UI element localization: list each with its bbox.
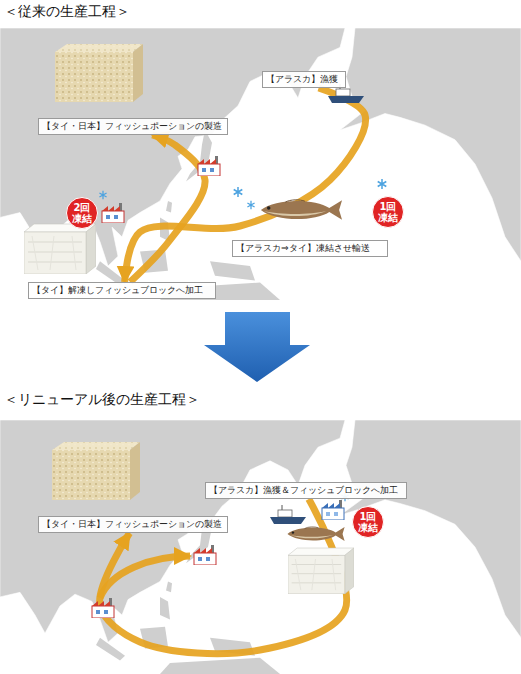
badge-circle xyxy=(67,198,98,229)
snowflake xyxy=(99,191,106,199)
node-text: 【アラスカ】漁獲＆フィッシュブロックへ加工 xyxy=(209,485,403,496)
japan-factory xyxy=(198,156,220,176)
pollock-fish xyxy=(261,200,342,220)
fish-portion-photo xyxy=(55,44,143,102)
fish-portion-photo xyxy=(52,442,140,500)
transition-arrow xyxy=(204,312,310,382)
map-top xyxy=(0,28,521,300)
node-text: 【タイ・日本】フィッシュポーションの製造 xyxy=(42,519,224,530)
freeze-badge: 1回凍結 xyxy=(372,196,404,228)
snowflake xyxy=(234,187,243,197)
freeze-badge: 2回凍結 xyxy=(66,197,98,229)
node-text: 1回凍結 xyxy=(356,511,380,533)
node-text: 2回凍結 xyxy=(70,202,94,224)
edge-label: 【アラスカ⇒タイ】凍結させ輸送 xyxy=(232,240,388,257)
fish-block-photo xyxy=(24,224,96,274)
section-heading: ＜リニューアル後の生産工程＞ xyxy=(4,390,324,408)
node-text: 【アラスカ】漁獲 xyxy=(266,74,342,85)
snowflake xyxy=(378,179,387,189)
snowflake xyxy=(247,201,254,209)
transport-arrow xyxy=(130,135,205,282)
thai-factory xyxy=(92,598,114,618)
thai-factory xyxy=(102,203,124,223)
node-text: 1回凍結 xyxy=(376,201,400,223)
process-box: 【タイ・日本】フィッシュポーションの製造 xyxy=(38,516,228,533)
fish-block-photo xyxy=(288,548,354,594)
process-box: 【タイ・日本】フィッシュポーションの製造 xyxy=(38,118,228,135)
process-box: 【アラスカ】漁獲＆フィッシュブロックへ加工 xyxy=(205,482,407,499)
badge-circle xyxy=(373,197,404,228)
process-box: 【タイ】解凍しフィッシュブロックへ加工 xyxy=(28,282,216,299)
alaska-factory xyxy=(322,500,344,520)
freeze-badge: 1回凍結 xyxy=(352,506,384,538)
fishing-ship xyxy=(270,505,306,524)
badge-circle xyxy=(353,507,384,538)
process-box: 【アラスカ】漁獲 xyxy=(262,71,346,88)
node-text: 【タイ・日本】フィッシュポーションの製造 xyxy=(42,121,224,132)
section-heading: ＜従来の生産工程＞ xyxy=(4,2,324,20)
map-bottom xyxy=(0,420,521,674)
node-text: 【タイ】解凍しフィッシュブロックへ加工 xyxy=(32,285,212,296)
pollock-fish xyxy=(287,527,344,541)
japan-factory xyxy=(194,545,216,565)
